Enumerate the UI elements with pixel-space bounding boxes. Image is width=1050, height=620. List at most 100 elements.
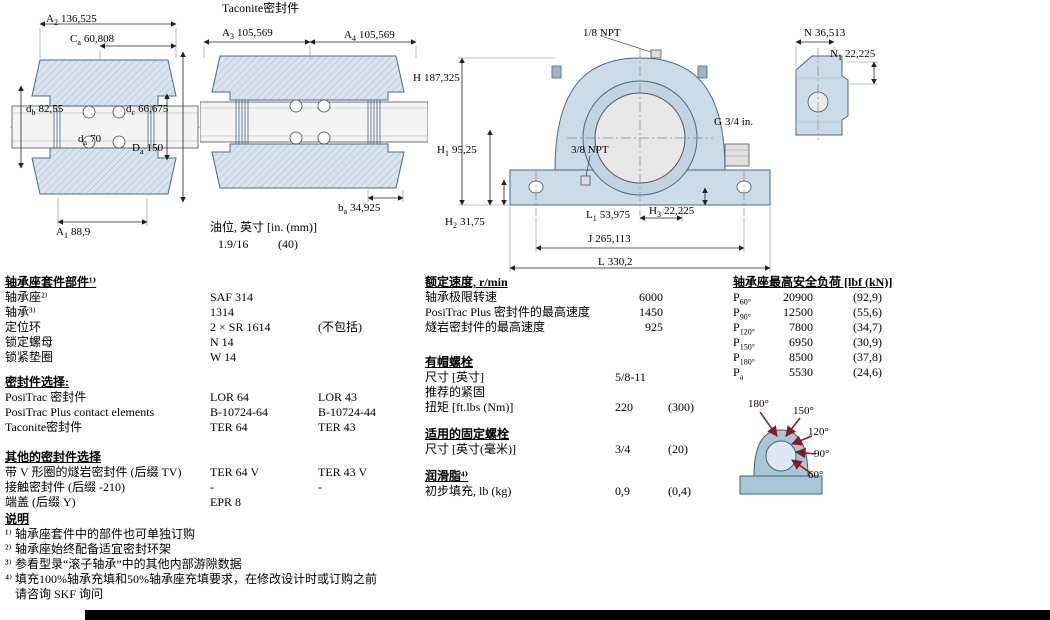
cell-value-2: B-10724-44 (318, 405, 376, 419)
other-seals-title: 其他的密封件选择 (5, 450, 102, 464)
cell-value-2: TER 43 V (318, 465, 368, 479)
cross-section-drawing-taconite (200, 39, 428, 202)
cell-value-2: (不包括) (318, 320, 362, 334)
cell-label: 锁紧垫圈 (5, 350, 54, 364)
footnote-mark: ¹⁾ (5, 527, 12, 541)
cell-label: 轴承座²⁾ (5, 290, 48, 304)
cell-value-2: (0,4) (668, 484, 691, 498)
footnote-mark: ²⁾ (5, 542, 12, 556)
cell-value: B-10724-64 (210, 405, 268, 419)
table-row: 尺寸 [英寸]5/8-11 (425, 370, 694, 385)
safe-load-title: 轴承座最高安全负荷 [lbf (kN)] (733, 275, 893, 289)
footnote: ⁴⁾填充100%轴承充填和50%轴承座充填要求，在修改设计时或订购之前 (5, 572, 377, 587)
mini-housing (739, 429, 823, 495)
housing-section (31, 59, 177, 195)
side-profile (795, 55, 849, 136)
cell-label: P90° (733, 305, 751, 322)
cell-label: PosiTrac Plus 密封件的最高速度 (425, 305, 590, 319)
parts-table-title: 轴承座套件部件¹⁾ (5, 275, 97, 289)
cell-value: 1450 (639, 305, 663, 319)
cell-label: P150° (733, 335, 755, 352)
npt-top-label: 1/8 NPT (583, 27, 621, 39)
footnote-mark: ³⁾ (5, 557, 12, 571)
cell-value-2: (55,6) (853, 305, 882, 319)
grease-fitting (600, 35, 662, 59)
cell-value: SAF 314 (210, 290, 254, 304)
cell-value: TER 64 (210, 420, 248, 434)
spacer (5, 365, 376, 375)
cell-value: 2 × SR 1614 (210, 320, 271, 334)
npt-fitting (580, 155, 591, 186)
footnote-text: 请咨询 SKF 询问 (15, 587, 104, 601)
table-row: PosiTrac Plus contact elements B-10724-64… (5, 405, 376, 420)
dimension-lines (458, 57, 771, 272)
footnote: 请咨询 SKF 询问 (5, 587, 377, 602)
bearing-rollers (289, 99, 331, 145)
oil-level-value-in: 1.9/16 (218, 237, 249, 251)
bottom-bar (85, 610, 1050, 620)
table-row: P60° 20900 (92,9) (733, 290, 892, 306)
fixing-bolts-title: 适用的固定螺栓 (425, 427, 510, 441)
grease-title: 润滑脂⁴⁾ (425, 469, 469, 483)
speeds-title: 额定速度, r/min (425, 275, 508, 289)
table-row: P150°6950(30,9) (733, 335, 892, 351)
footnote-text: 轴承座套件中的部件也可单独订购 (15, 527, 196, 541)
angle-label-180: 180° (748, 398, 769, 410)
cell-value: TER 64 V (210, 465, 260, 479)
cell-label: PosiTrac Plus contact elements (5, 405, 155, 419)
cell-value: 5530 (789, 365, 813, 379)
table-row: 尺寸 [英寸(毫米)]3/4(20) (425, 442, 694, 457)
cell-value: 20900 (783, 290, 813, 304)
cell-label: 定位环 (5, 320, 42, 334)
shaft (200, 101, 428, 143)
cell-value: 0,9 (615, 484, 630, 498)
table-row: 端盖 (后缀 Y)EPR 8 (5, 495, 376, 510)
housing-section (211, 55, 405, 189)
footnote: ³⁾参看型录“滚子轴承”中的其他内部游隙数据 (5, 557, 377, 572)
safe-load-table: 轴承座最高安全负荷 [lbf (kN)] P60° 20900 (92,9) P90… (733, 275, 893, 381)
cell-value-2: - (318, 480, 322, 494)
cell-value: 6950 (789, 335, 813, 349)
footnote-text: 参看型录“滚子轴承”中的其他内部游隙数据 (15, 557, 242, 571)
angle-label-60: 60° (808, 469, 824, 481)
cell-value-2: (300) (668, 400, 694, 414)
cell-label: 轴承³⁾ (5, 305, 36, 319)
cell-label: Pa (733, 365, 744, 382)
cell-label: 尺寸 [英寸(毫米)] (425, 442, 516, 456)
cell-value-2: (92,9) (853, 290, 882, 304)
cell-label: P120° (733, 320, 755, 337)
cell-label: P60° (733, 290, 751, 307)
cell-label: 燧岩密封件的最高速度 (425, 320, 546, 334)
footnotes: 说明 ¹⁾轴承座套件中的部件也可单独订购 ²⁾轴承座始终配备适宜密封环架 ³⁾参… (5, 512, 377, 602)
cell-value: 220 (615, 400, 633, 414)
spacer (425, 457, 694, 469)
table-row: PosiTrac Plus 密封件的最高速度 1450 (425, 305, 694, 320)
cell-value-2: TER 43 (318, 420, 356, 434)
taconite-seal-stacks (235, 100, 381, 144)
spacer (425, 335, 694, 355)
cell-label: 尺寸 [英寸] (425, 370, 484, 384)
table-row: 扭矩 [ft.lbs (Nm)]220(300) (425, 400, 694, 415)
cell-value: 7800 (789, 320, 813, 334)
side-plug (724, 143, 750, 167)
angle-label-90: 90° (814, 448, 830, 460)
load-angle-diagram (739, 411, 823, 495)
cell-label: PosiTrac 密封件 (5, 390, 87, 404)
cap-bolts-title: 有帽螺栓 (425, 355, 474, 369)
cell-value: LOR 64 (210, 390, 249, 404)
footnote-mark: ⁴⁾ (5, 572, 13, 586)
footnote: ¹⁾轴承座套件中的部件也可单独订购 (5, 527, 377, 542)
